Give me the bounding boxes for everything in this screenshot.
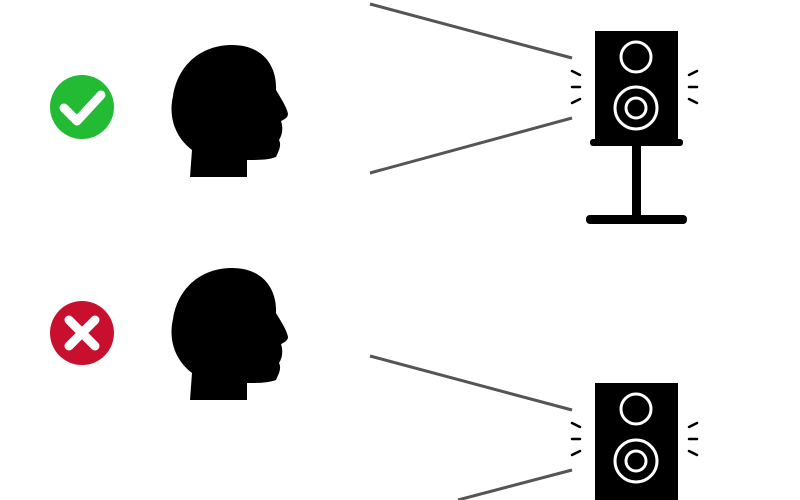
speaker-icon bbox=[595, 383, 678, 500]
speaker-cabinet bbox=[595, 31, 678, 139]
stand-base bbox=[586, 215, 687, 224]
speaker-icon bbox=[595, 31, 678, 139]
check-icon bbox=[50, 75, 114, 139]
head-silhouette-icon bbox=[171, 45, 288, 177]
cross-icon bbox=[50, 301, 114, 365]
stand-pole bbox=[632, 146, 641, 218]
cross-mark bbox=[64, 315, 100, 351]
scenario-correct bbox=[50, 2, 699, 224]
check-mark bbox=[59, 90, 106, 126]
stand-top-plate bbox=[590, 139, 683, 146]
speaker-tweeter bbox=[619, 40, 653, 74]
scenario-incorrect bbox=[50, 268, 699, 500]
speaker-stand-icon bbox=[586, 139, 687, 224]
sound-wave-icon bbox=[570, 421, 699, 457]
sight-line-upper bbox=[369, 2, 573, 60]
sound-wave-icon bbox=[570, 69, 699, 105]
speaker-tweeter bbox=[619, 392, 653, 426]
speaker-woofer-inner bbox=[624, 96, 648, 120]
sight-line-lower bbox=[457, 468, 573, 500]
speaker-woofer-outer bbox=[613, 85, 659, 131]
sight-line-upper bbox=[369, 354, 573, 412]
head-silhouette-icon bbox=[171, 268, 288, 400]
sight-line-lower bbox=[369, 116, 573, 175]
check-badge bbox=[50, 75, 114, 139]
speaker-woofer-outer bbox=[613, 438, 659, 484]
speaker-woofer-inner bbox=[624, 449, 648, 473]
